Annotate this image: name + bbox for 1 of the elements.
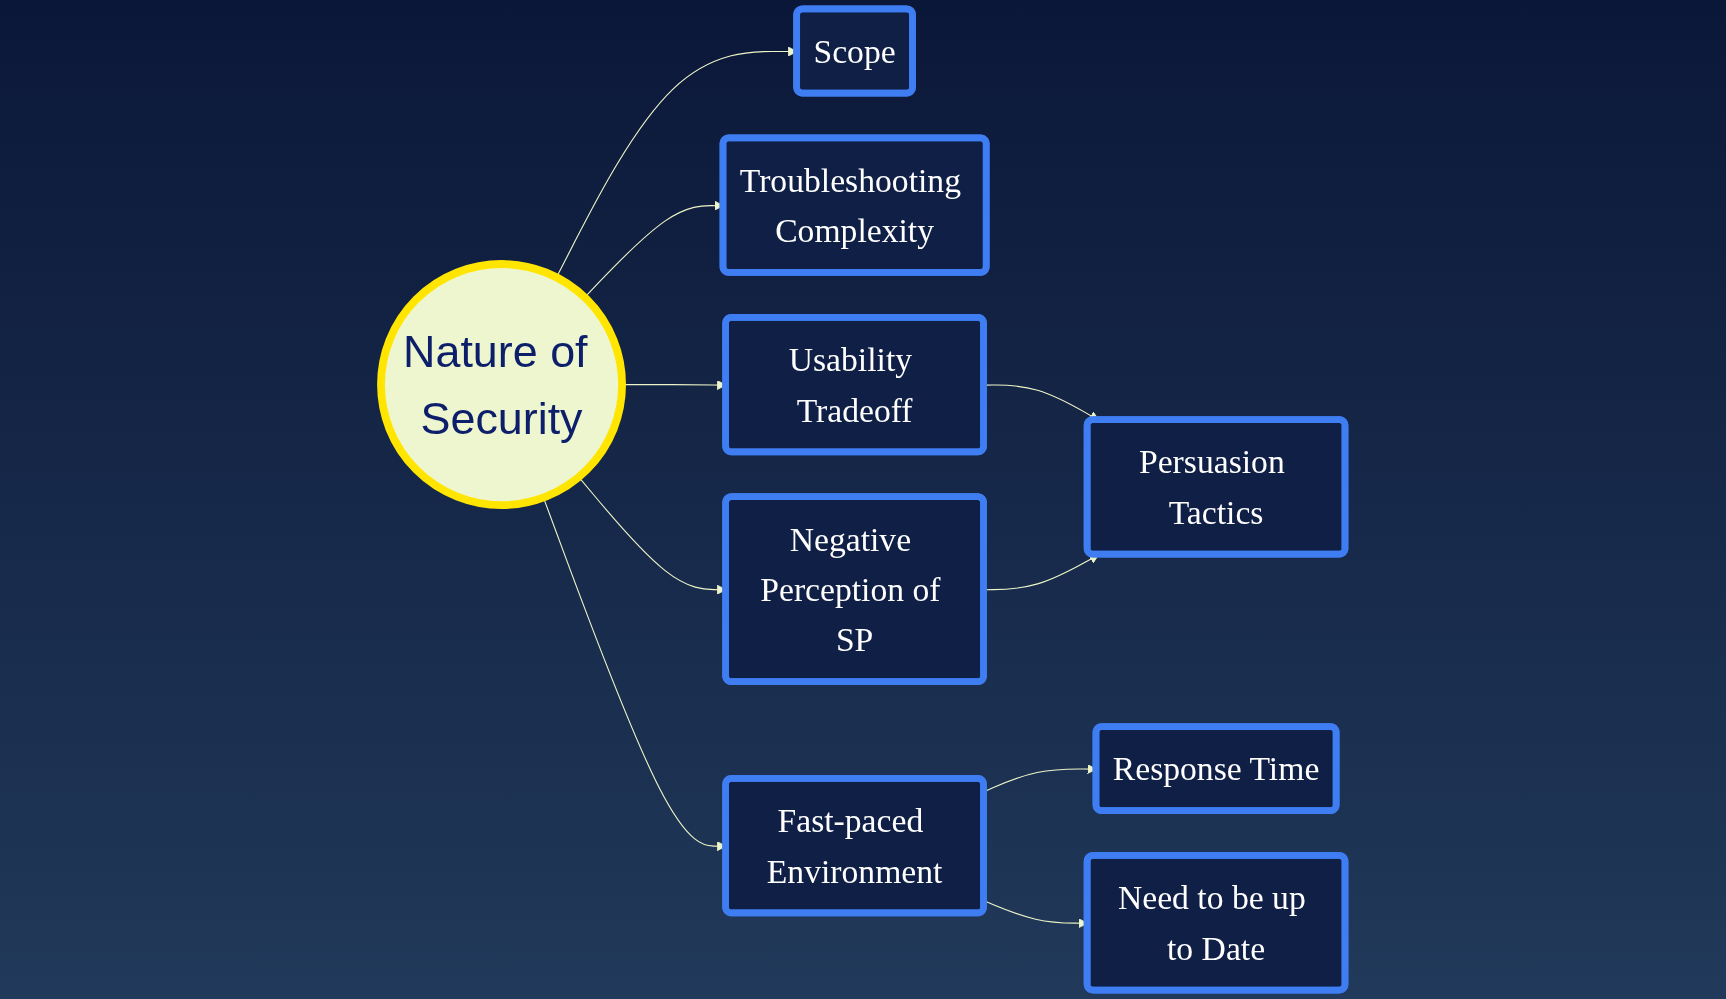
node-circle: Nature of Security [377, 260, 626, 510]
